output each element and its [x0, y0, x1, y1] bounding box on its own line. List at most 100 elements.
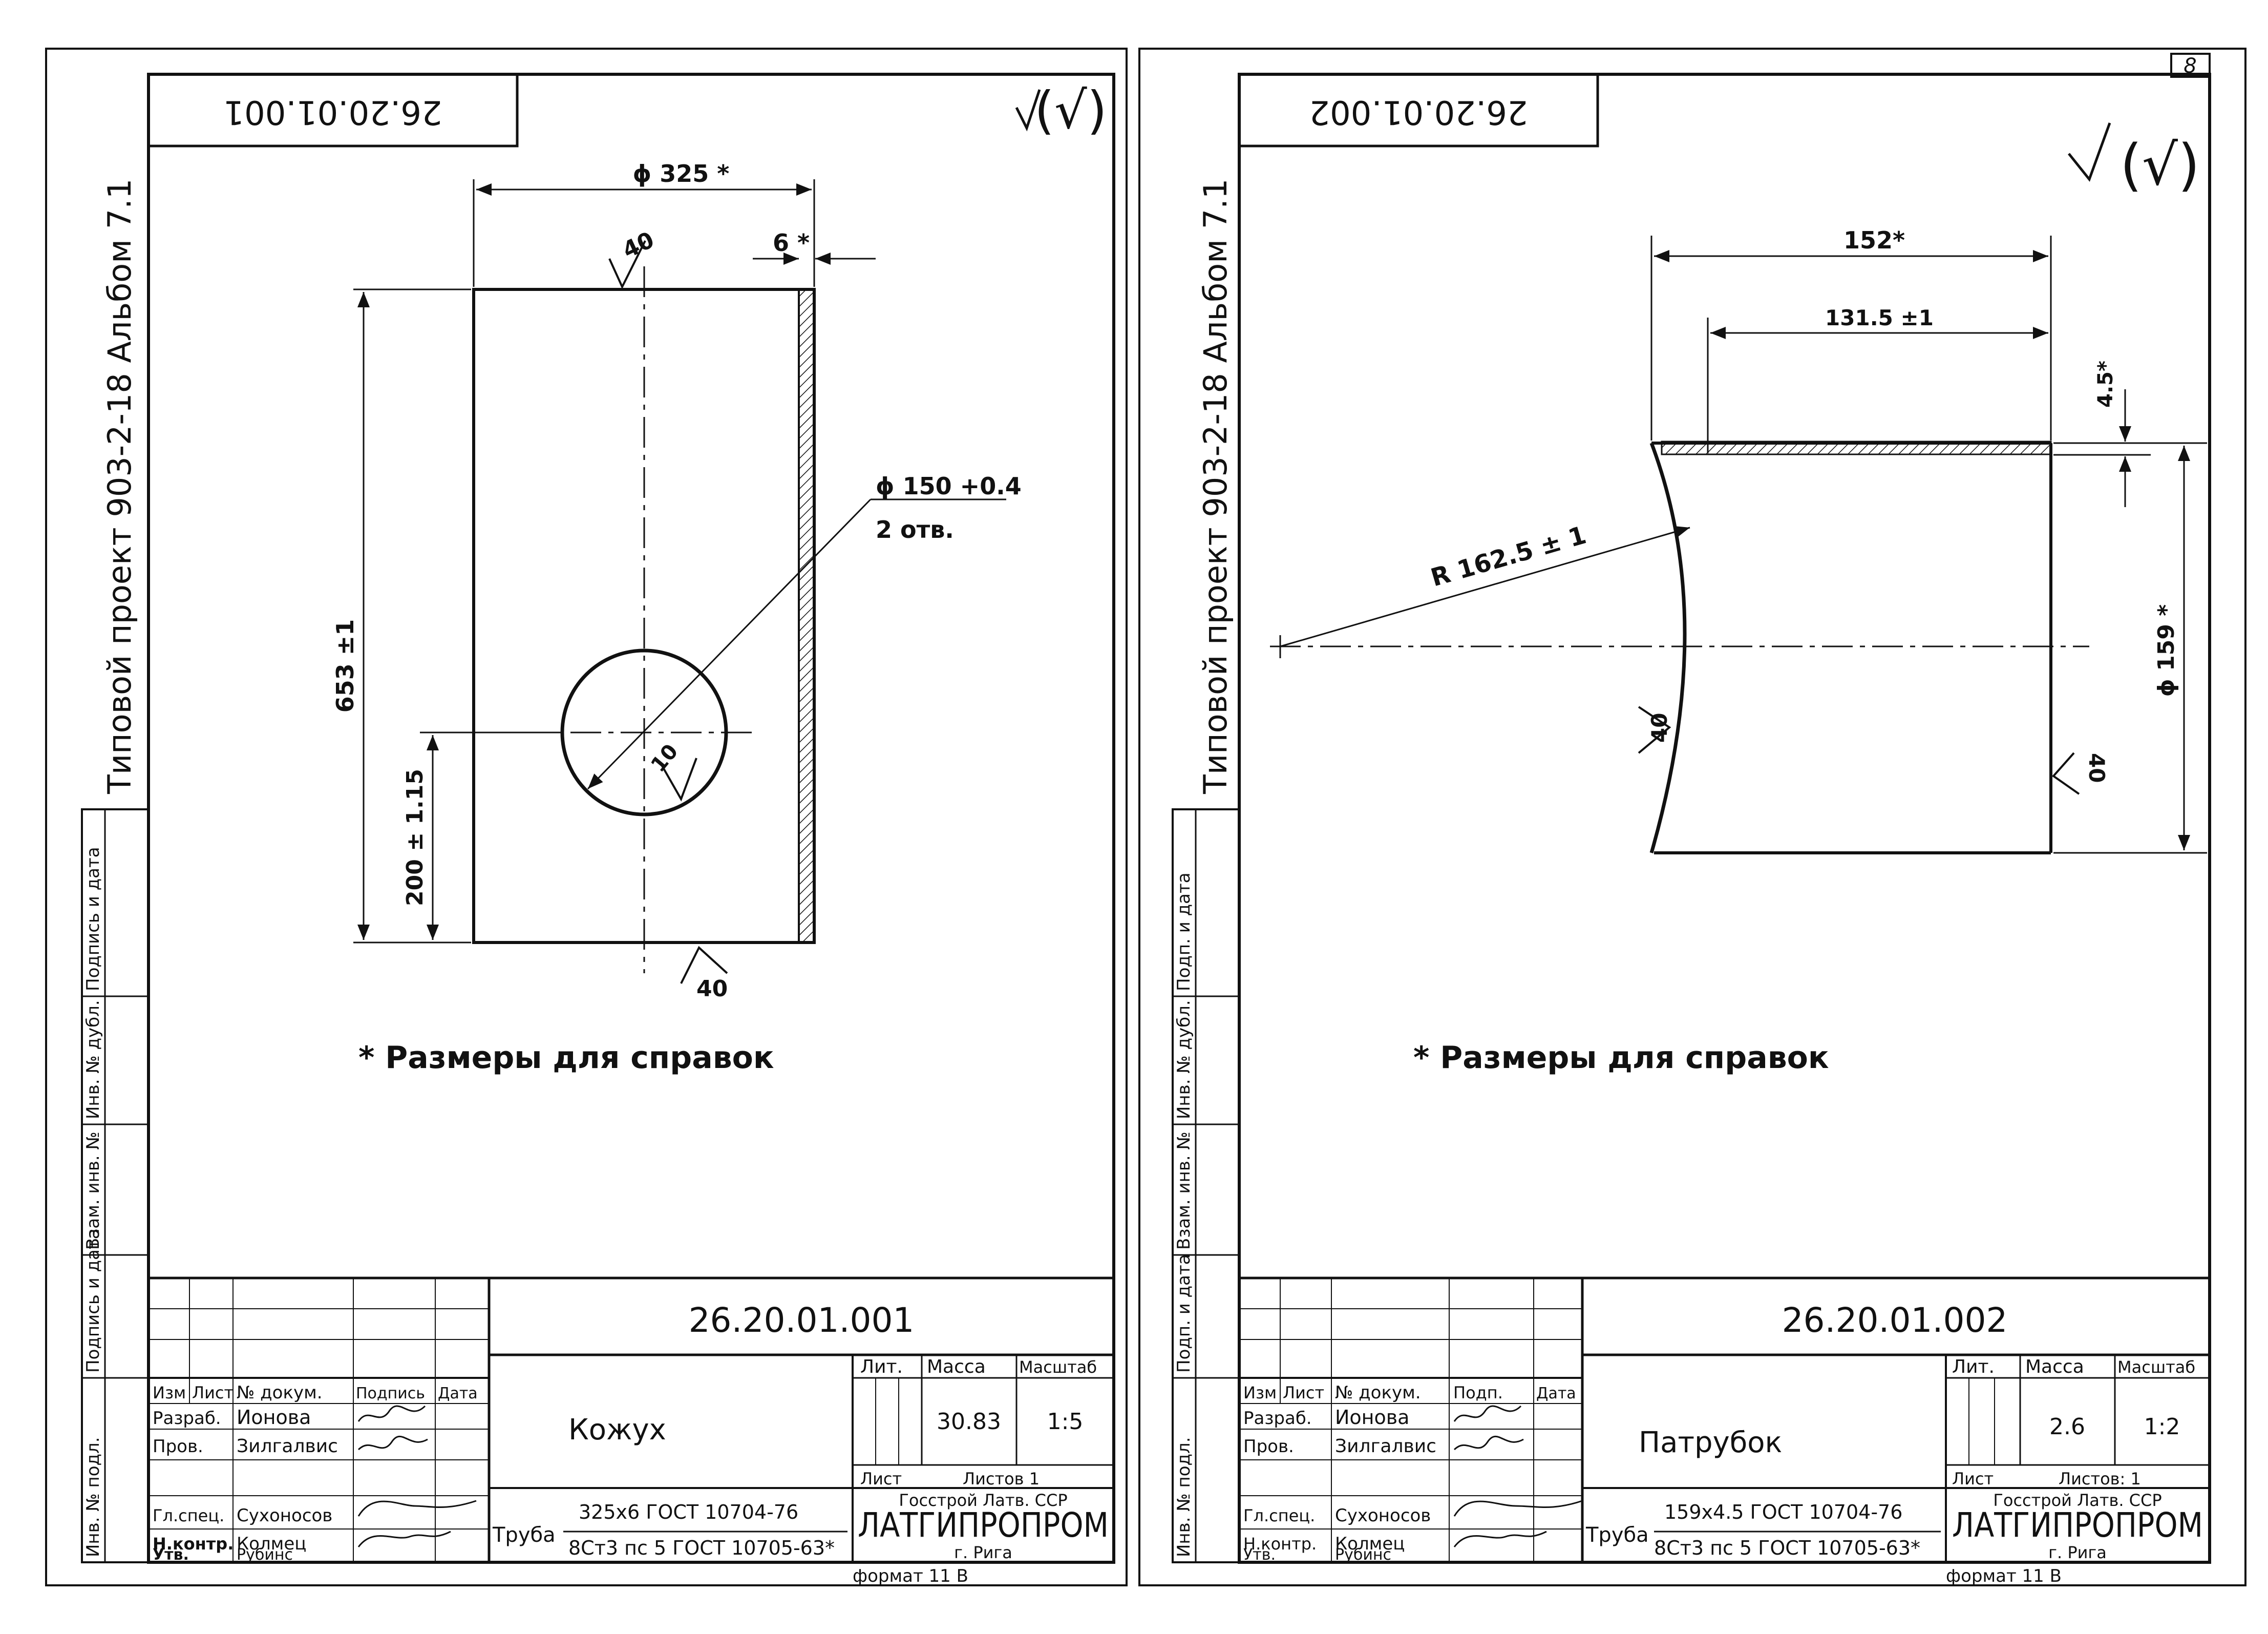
signature-4 — [357, 1531, 451, 1547]
tb-hdr-2: Лист — [192, 1383, 234, 1402]
tb-code: 26.20.01.001 — [689, 1301, 915, 1340]
dim-hole-pos: 200 ± 1.15 — [402, 769, 428, 906]
rough-bottom: 40 — [696, 976, 728, 1002]
tb-role-1: Разраб. — [153, 1408, 221, 1429]
dim-length: 653 ±1 — [331, 619, 359, 713]
right-stamp-3: Взам. инв. № — [1174, 1132, 1194, 1250]
rtb-scale-label: Масштаб — [2117, 1357, 2195, 1377]
sheet-number-box — [2170, 53, 2211, 78]
rtb-scale: 1:2 — [2144, 1414, 2180, 1440]
rough-right: 40 — [2084, 753, 2109, 783]
left-sheet: 26.20.01.001 (√) Типовой проект 903-2-18… — [45, 48, 1128, 1586]
left-stamp-3: Взам. инв. № — [83, 1132, 103, 1250]
rtb-frame — [1238, 1276, 2211, 1564]
shell-hole — [560, 648, 728, 816]
right-mirror-code: 26.20.01.002 — [1309, 93, 1528, 131]
tb-org-2: ЛАТГИПРОПРОМ — [858, 1505, 1109, 1545]
rtb-hdr-2: Лист — [1283, 1383, 1324, 1402]
rtb-role-4: Гл.спец. — [1243, 1506, 1315, 1525]
rtb-role-5: Н.контр. — [1243, 1534, 1317, 1554]
tb-name: Кожух — [568, 1413, 666, 1447]
nozzle-saddle-curve — [1649, 442, 1687, 853]
tb-org-3: г. Рига — [954, 1543, 1012, 1562]
left-stamp-4: Инв. № дубл. — [83, 1000, 103, 1119]
right-stamp-2: Подп. и дата — [1174, 1254, 1194, 1373]
rtb-hdr-4: Подп. — [1453, 1383, 1503, 1402]
rtb-person-4: Сухоносов — [1335, 1505, 1431, 1526]
rtb-org-3: г. Рига — [2048, 1543, 2107, 1562]
sheet-number: 8 — [2184, 54, 2196, 78]
rtb-org-2: ЛАТГИПРОПРОМ — [1952, 1505, 2203, 1545]
tb-hdr-4: Подпись — [356, 1385, 425, 1402]
rough-right-mark — [2052, 752, 2080, 795]
r-signature-1 — [1453, 1405, 1522, 1422]
signature-3 — [357, 1500, 477, 1517]
tb-role-6: Утв. — [153, 1546, 189, 1564]
right-roughness-mark — [2068, 122, 2111, 182]
rtb-role-2: Пров. — [1243, 1436, 1294, 1457]
left-note: * Размеры для справок — [358, 1040, 774, 1076]
tb-person-4: Сухоносов — [237, 1505, 332, 1526]
tb-frame — [147, 1276, 1115, 1564]
nozzle-wall-hatch — [1661, 441, 2052, 455]
rtb-material-2: 8Ст3 пс 5 ГОСТ 10705-63* — [1654, 1537, 1920, 1559]
tb-hdr-1: Изм — [153, 1383, 186, 1402]
dim-wall-r: 4.5* — [2094, 361, 2117, 408]
rtb-hdr-1: Изм — [1243, 1383, 1277, 1402]
signature-2 — [357, 1435, 428, 1451]
rough-hole: 10 — [646, 740, 683, 777]
right-sheet: 8 26.20.01.002 (√) Типовой проект 903-2-… — [1138, 48, 2246, 1586]
tb-scale: 1:5 — [1047, 1409, 1084, 1435]
rtb-person-5: Колмец — [1335, 1534, 1405, 1554]
rough-top: 40 — [619, 227, 658, 264]
dim-line-radius — [1280, 526, 1690, 647]
dim-diameter: ϕ 325 * — [633, 160, 730, 187]
left-outer-border — [45, 48, 1128, 1586]
right-stamp-1: Инв. № подл. — [1174, 1437, 1194, 1557]
tb-sheet: Лист — [860, 1469, 902, 1489]
dim-inner-length: 131.5 ±1 — [1825, 305, 1934, 330]
r-signature-2 — [1453, 1435, 1524, 1451]
rtb-role-6: Утв. — [1243, 1546, 1276, 1564]
shell-wall-hatch — [798, 288, 815, 944]
rtb-lit: Лит. — [1952, 1356, 1995, 1377]
right-note: * Размеры для справок — [1413, 1040, 1829, 1076]
right-code-box — [1238, 73, 1599, 148]
dim-diameter-r: ϕ 159 * — [2153, 604, 2179, 697]
left-stamp-2: Подпись и дата — [83, 1228, 103, 1373]
rtb-material-pre: Труба — [1585, 1523, 1649, 1547]
tb-hdr-5: Дата — [438, 1385, 478, 1402]
right-stamp-5: Подп. и дата — [1174, 872, 1194, 991]
left-stamp-5: Подпись и дата — [83, 847, 103, 991]
right-title-block: Изм Лист № докум. Подп. Дата Разраб. Про… — [1238, 1276, 2211, 1586]
left-code-box — [147, 73, 519, 148]
rtb-org-1: Госстрой Латв. ССР — [1993, 1491, 2161, 1510]
rtb-person-6: Рубинс — [1335, 1546, 1391, 1564]
tb-material-1: 325x6 ГОСТ 10704-76 — [579, 1501, 798, 1523]
tb-person-6: Рубинс — [237, 1546, 293, 1564]
rough-left-mark — [1638, 706, 1671, 754]
tb-person-1: Ионова — [237, 1406, 311, 1429]
tb-scale-label: Масштаб — [1019, 1357, 1097, 1377]
tb-person-5: Колмец — [237, 1534, 306, 1554]
left-side-title: Типовой проект 903-2-18 Альбом 7.1 — [101, 179, 138, 794]
signature-1 — [357, 1405, 426, 1422]
rtb-mass: 2.6 — [2049, 1414, 2085, 1440]
dim-hole-dia: ϕ 150 +0.4 — [876, 472, 1022, 500]
rtb-person-1: Ионова — [1335, 1406, 1409, 1429]
tb-lit: Лит. — [860, 1356, 903, 1377]
left-stamp-1: Инв. № подл. — [83, 1437, 103, 1557]
dim-wall: 6 * — [773, 229, 810, 257]
left-roughness-mark — [1015, 89, 1041, 132]
rtb-role-1: Разраб. — [1243, 1408, 1312, 1429]
tb-sheets: Листов 1 — [963, 1469, 1040, 1489]
dim-hole-count: 2 отв. — [876, 516, 954, 543]
tb-material-2: 8Ст3 пс 5 ГОСТ 10705-63* — [568, 1537, 835, 1559]
rough-top-mark — [608, 240, 646, 289]
rtb-name: Патрубок — [1639, 1426, 1782, 1459]
tb-role-5: Н.контр. — [153, 1534, 234, 1554]
rough-left: 40 — [1647, 713, 1672, 743]
tb-mass: 30.83 — [937, 1409, 1001, 1435]
r-signature-3 — [1453, 1500, 1583, 1517]
right-side-title: Типовой проект 903-2-18 Альбом 7.1 — [1197, 179, 1234, 794]
